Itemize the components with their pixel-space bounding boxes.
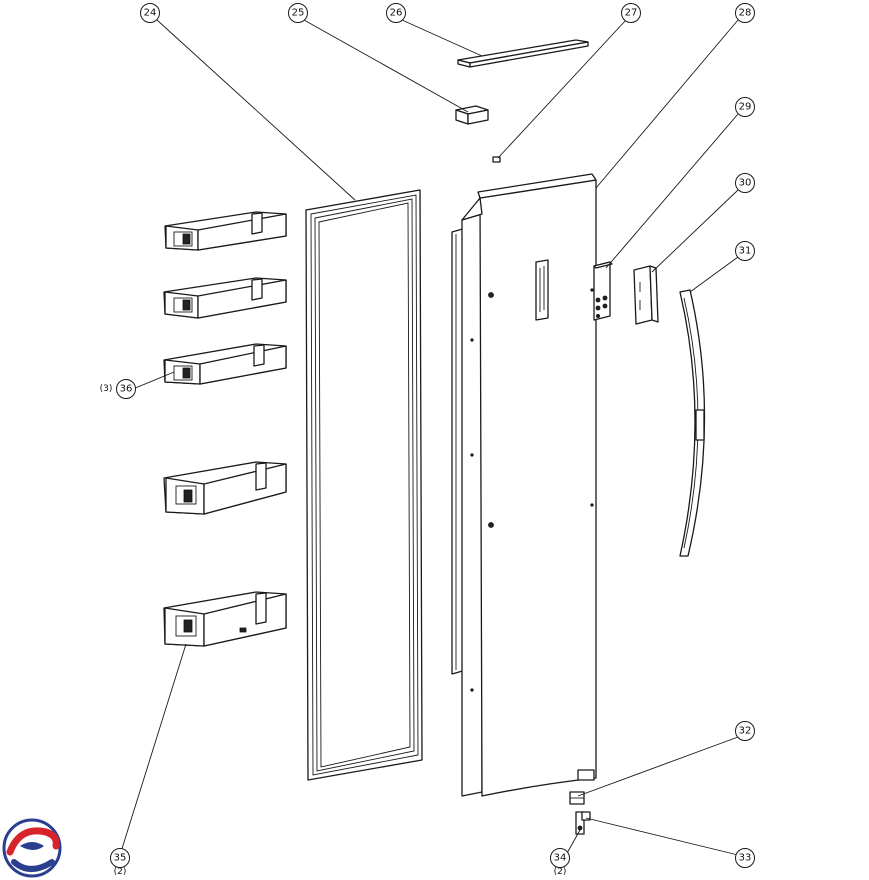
svg-text:36: 36 [120, 384, 133, 395]
callout-24: 24 [140, 3, 160, 23]
svg-text:33: 33 [739, 853, 752, 864]
part-27-clip [492, 156, 501, 163]
part-29-control-module [593, 261, 613, 321]
callout-29: 29 [735, 97, 755, 117]
leader-lines [119, 19, 739, 856]
part-30-cover-plate [633, 265, 659, 325]
callout-32: 32 [735, 721, 755, 741]
svg-text:29: 29 [739, 102, 752, 113]
part-28-door-panel [451, 173, 597, 797]
door-bin-4 [163, 461, 287, 515]
door-bin-5 [163, 591, 287, 647]
part-33-34-hinge-pin [575, 811, 591, 835]
svg-text:25: 25 [292, 8, 305, 19]
door-bins [163, 211, 287, 647]
svg-text:32: 32 [739, 726, 752, 737]
callout-26: 26 [386, 3, 406, 23]
callout-33: 33 [735, 848, 755, 868]
svg-text:30: 30 [739, 178, 752, 189]
callout-31: 31 [735, 241, 755, 261]
callout-25: 25 [288, 3, 308, 23]
svg-text:35: 35 [114, 853, 127, 864]
callout-35: 35 (2) [110, 848, 130, 877]
svg-text:31: 31 [739, 246, 752, 257]
part-25-bracket [455, 105, 489, 125]
part-24-door-gasket [305, 189, 423, 781]
part-32-hinge-block [569, 791, 585, 805]
door-bin-3 [163, 343, 287, 385]
svg-text:24: 24 [144, 8, 157, 19]
svg-text:34: 34 [554, 853, 567, 864]
brand-logo [2, 818, 62, 878]
part-31-handle [679, 289, 706, 557]
qty-34: (2) [554, 867, 567, 877]
door-bin-1 [164, 211, 287, 251]
qty-36: (3) [100, 384, 113, 394]
svg-text:26: 26 [390, 8, 403, 19]
callout-34: 34 (2) [550, 848, 570, 877]
callout-30: 30 [735, 173, 755, 193]
qty-35: (2) [114, 867, 127, 877]
callout-27: 27 [621, 3, 641, 23]
part-26-top-trim [457, 39, 589, 68]
svg-text:27: 27 [625, 8, 638, 19]
door-bin-2 [163, 277, 287, 319]
callout-36: 36 (3) [100, 379, 136, 399]
callout-28: 28 [735, 3, 755, 23]
svg-text:28: 28 [739, 8, 752, 19]
